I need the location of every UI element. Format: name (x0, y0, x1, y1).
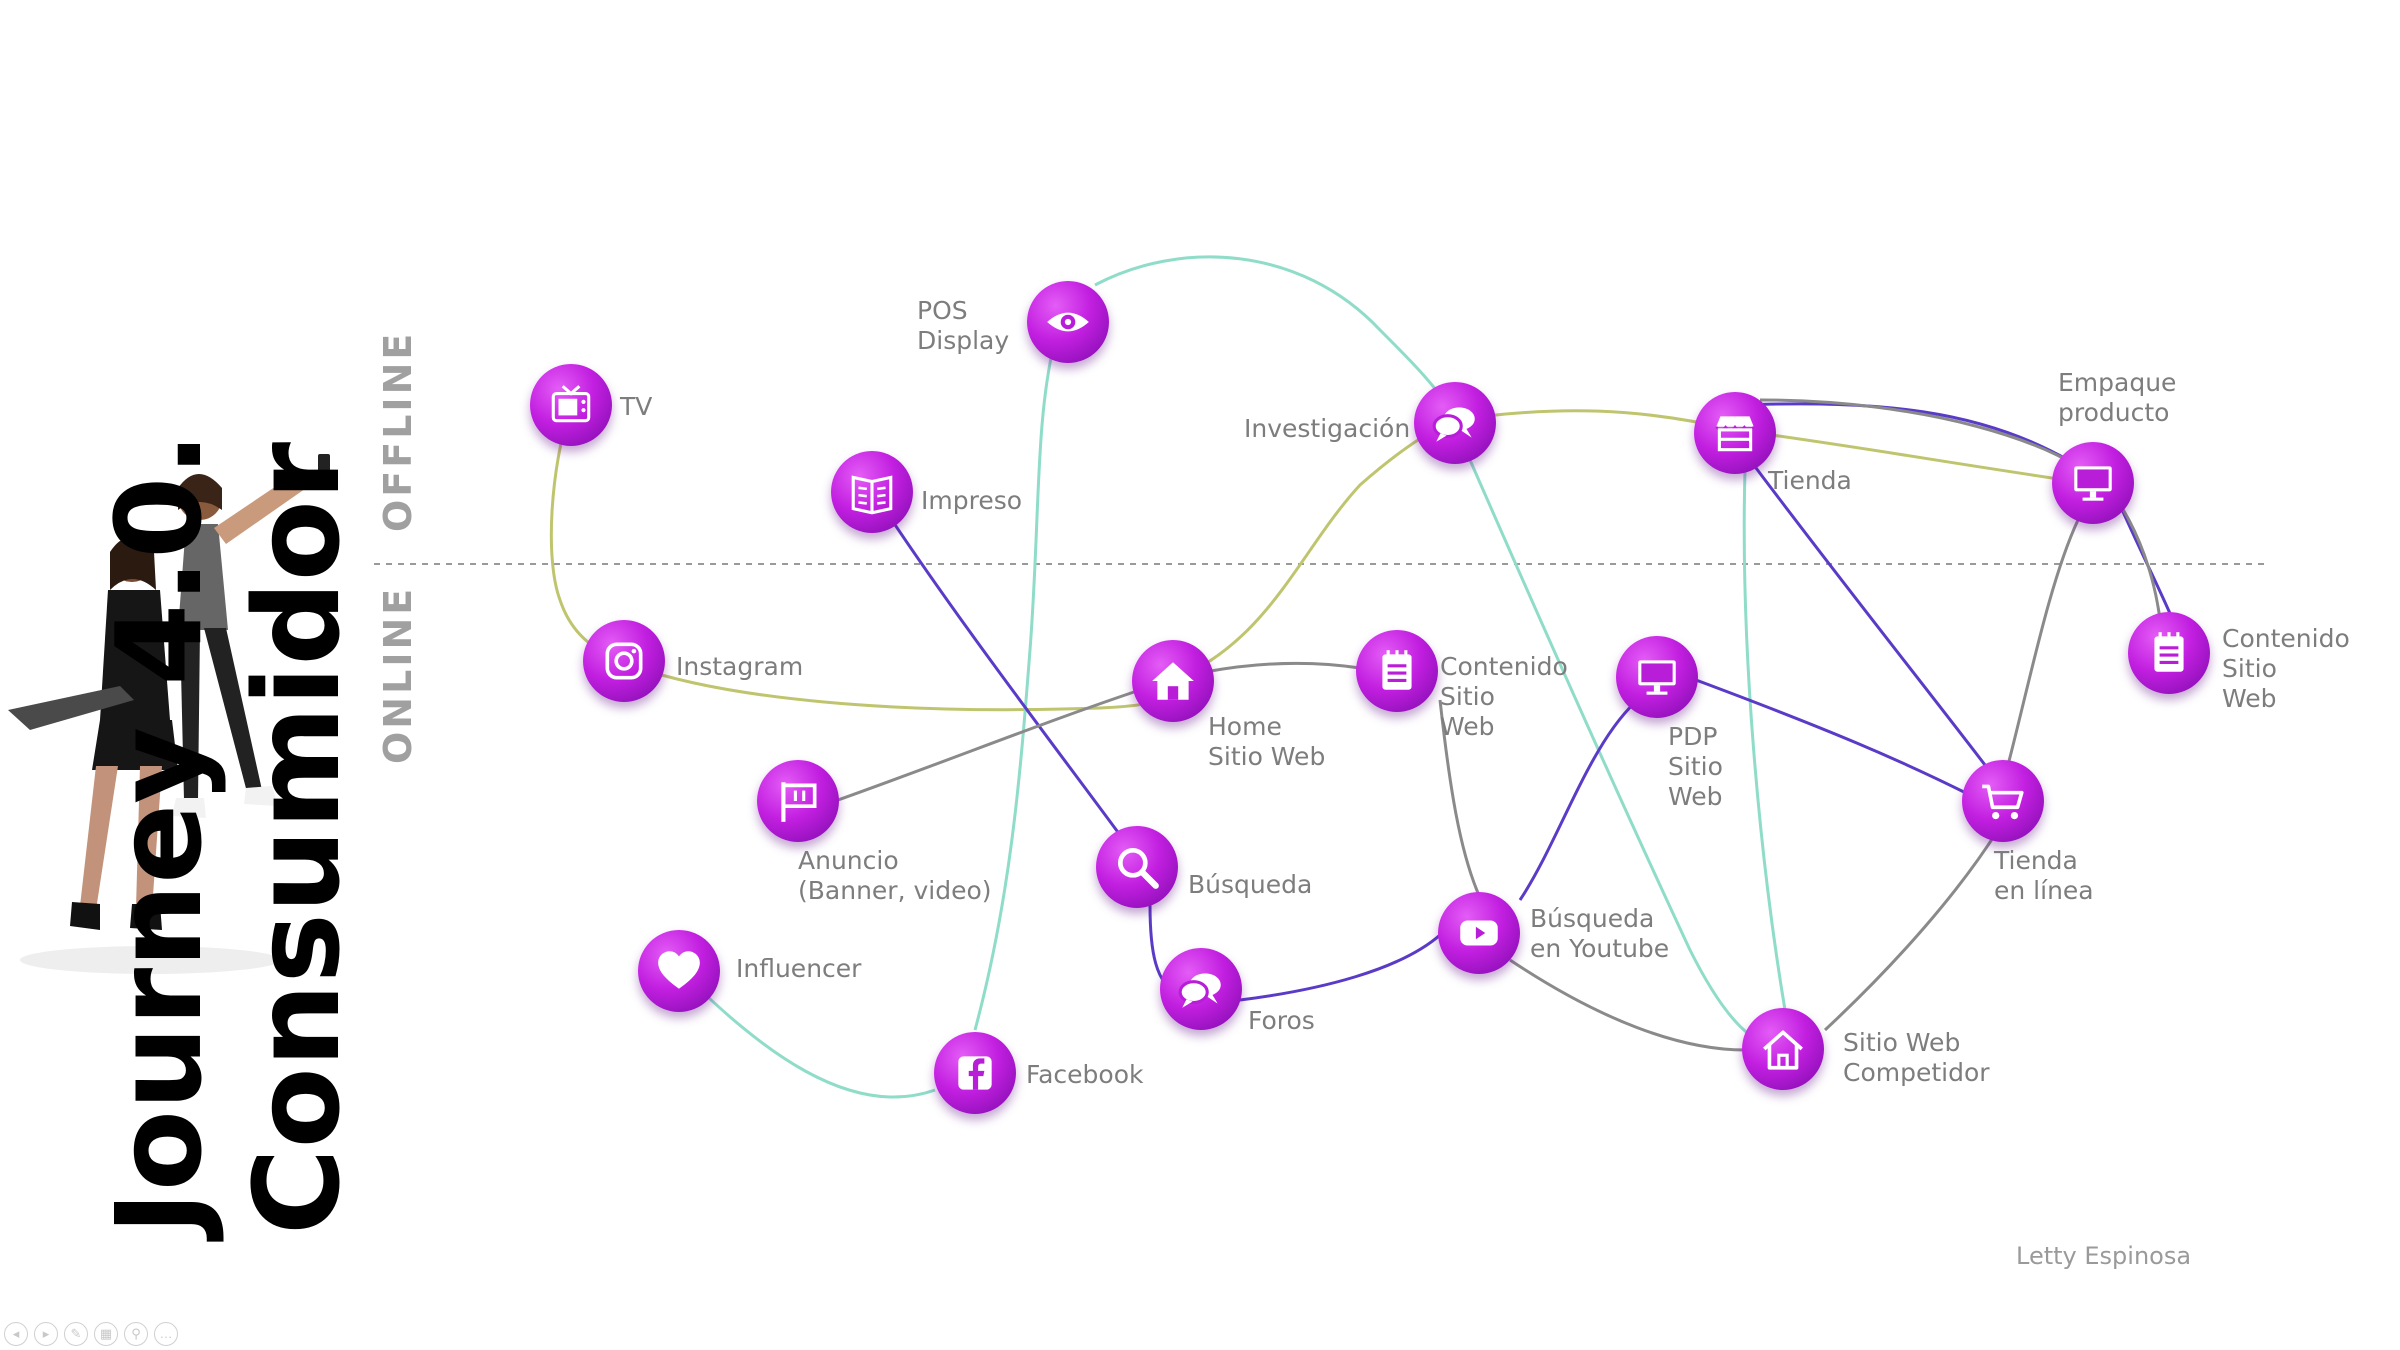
connection-investigacion-tienda (1454, 409, 1736, 432)
label-impreso: Impreso (921, 486, 1023, 515)
connection-competidor-tiendalinea (1823, 829, 2000, 1032)
zoom-icon[interactable]: ⚲ (124, 1322, 148, 1346)
chat-bubbles-icon (1432, 407, 1475, 442)
label-influencer: Influencer (736, 954, 862, 983)
node-tienda-en-linea (1962, 760, 2044, 842)
home-icon (1152, 662, 1194, 700)
slides-grid-icon[interactable]: ▦ (94, 1322, 118, 1346)
node-busqueda-youtube (1438, 892, 1520, 974)
node-facebook (934, 1032, 1016, 1114)
node-home-sitio-web (1132, 640, 1214, 722)
monitor-icon (1638, 660, 1676, 695)
label-anuncio: Anuncio (Banner, video) (798, 846, 992, 905)
connection-tienda-tiendalinea (1748, 459, 1987, 766)
pen-icon[interactable]: ✎ (64, 1322, 88, 1346)
connection-pos-investigacion (1094, 255, 1447, 403)
newspaper-icon (851, 475, 893, 515)
label-contenido-sitio-web-mid: Contenido Sitio Web (1440, 652, 1568, 741)
node-tienda (1694, 392, 1776, 474)
node-influencer (638, 930, 720, 1012)
connection-pdp-tiendalinea (1695, 678, 1971, 797)
house-outline-icon (1763, 1030, 1803, 1070)
flag-icon (781, 782, 817, 822)
label-investigacion: Investigación (1244, 414, 1411, 443)
connection-tienda-competidor (1742, 469, 1787, 1011)
next-slide-icon[interactable]: ▸ (34, 1322, 58, 1346)
slideshow-controls: ◂ ▸ ✎ ▦ ⚲ … (4, 1322, 178, 1346)
magnifier-icon (1117, 847, 1159, 889)
instagram-icon (605, 642, 643, 680)
connection-facebook-pos (973, 339, 1057, 1031)
node-pos-display (1027, 281, 1109, 363)
tv-icon (551, 385, 591, 423)
connection-tienda-empaque-indigo (1739, 402, 2069, 462)
play-button-icon (1460, 920, 1498, 946)
notepad-icon (1382, 650, 1412, 690)
label-busqueda-youtube: Búsqueda en Youtube (1530, 904, 1670, 963)
node-empaque-producto (2052, 442, 2134, 524)
connection-youtube-competidor (1509, 958, 1746, 1052)
connection-contenido-youtube (1438, 699, 1480, 894)
more-options-icon[interactable]: … (154, 1322, 178, 1346)
label-instagram: Instagram (676, 652, 804, 681)
chat-bubbles-icon (1178, 973, 1221, 1008)
label-tv: TV (620, 392, 653, 421)
node-instagram (583, 620, 665, 702)
connection-tienda-empaque (1734, 428, 2094, 486)
node-contenido-sitio-web-right (2128, 612, 2210, 694)
node-sitio-web-competidor (1742, 1008, 1824, 1090)
connection-impreso-busqueda (870, 489, 1122, 836)
node-foros (1160, 948, 1242, 1030)
label-busqueda: Búsqueda (1188, 870, 1313, 899)
node-investigacion (1414, 382, 1496, 464)
connection-tiendalinea-empaque (2006, 519, 2080, 766)
consumers-illustration (8, 454, 330, 974)
node-impreso (831, 451, 913, 533)
label-foros: Foros (1248, 1006, 1315, 1035)
previous-slide-icon[interactable]: ◂ (4, 1322, 28, 1346)
label-tienda-en-linea: Tienda en línea (1994, 846, 2094, 905)
label-pos-display: POS Display (917, 296, 1010, 355)
author-credit: Letty Espinosa (2016, 1242, 2192, 1270)
node-tv (530, 364, 612, 446)
node-busqueda (1096, 826, 1178, 908)
connection-home-contenido (1204, 661, 1361, 674)
label-home-sitio-web: Home Sitio Web (1208, 712, 1326, 771)
facebook-icon (958, 1056, 992, 1090)
node-contenido-sitio-web-mid (1356, 630, 1438, 712)
connection-foros-youtube (1239, 933, 1441, 1002)
node-anuncio (757, 760, 839, 842)
connection-youtube-pdp (1518, 696, 1641, 901)
connection-investigacion-competidor (1468, 459, 1751, 1037)
label-contenido-sitio-web-right: Contenido Sitio Web (2222, 624, 2350, 713)
heart-icon (658, 951, 700, 989)
connection-influencer-facebook (678, 968, 936, 1099)
shopping-cart-icon (1982, 784, 2024, 820)
label-pdp-sitio-web: PDP Sitio Web (1668, 722, 1723, 811)
notepad-icon (2154, 632, 2184, 672)
label-facebook: Facebook (1026, 1060, 1144, 1089)
connection-anuncio-home (837, 688, 1141, 802)
label-sitio-web-competidor: Sitio Web Competidor (1843, 1028, 1990, 1087)
eye-icon (1047, 312, 1089, 332)
monitor-icon (2074, 466, 2112, 501)
label-tienda: Tienda (1768, 466, 1852, 495)
storefront-icon (1715, 416, 1755, 452)
label-empaque-producto: Empaque producto (2058, 368, 2177, 427)
node-pdp-sitio-web (1616, 636, 1698, 718)
